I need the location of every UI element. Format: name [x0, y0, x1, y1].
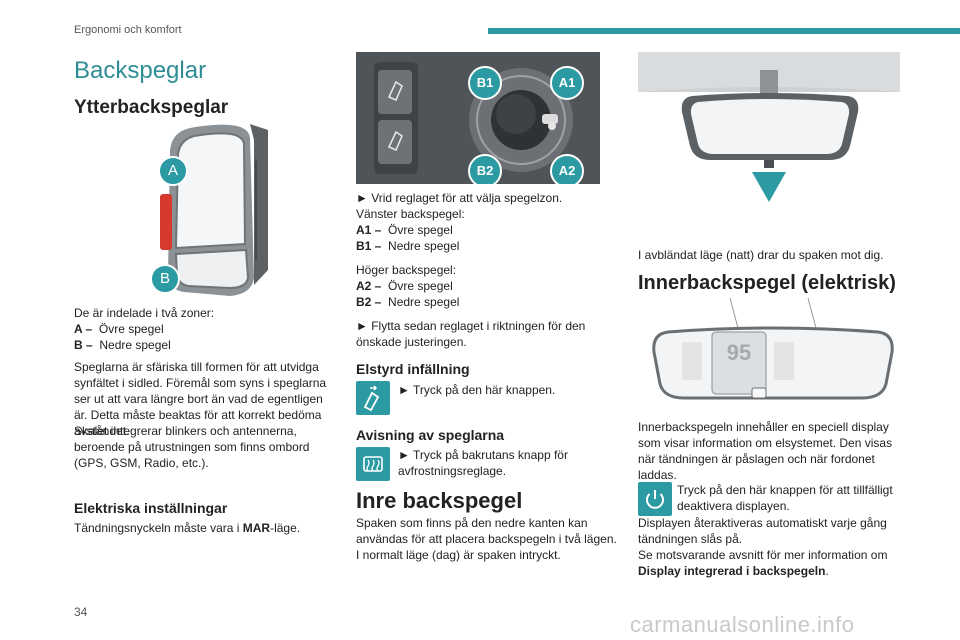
electric-mirror-description: Innerbackspegeln innehåller en speciell …: [638, 420, 893, 482]
a1-key: A1 –: [356, 223, 382, 237]
b1-key: B1 –: [356, 239, 382, 253]
page-title: Backspeglar: [74, 57, 207, 84]
zone-a-value: Övre spegel: [98, 322, 164, 336]
zone-a-row: A – Övre spegel: [74, 321, 164, 337]
ignition-note: Tändningsnyckeln måste vara i MAR-läge.: [74, 520, 336, 536]
zone-a-key: A –: [74, 322, 93, 336]
ignition-note-end: -läge.: [270, 521, 301, 535]
page-number: 34: [74, 605, 88, 619]
watermark: carmanualsonline.info: [630, 612, 855, 637]
display-reactivation-text: Displayen återaktiveras automatiskt varj…: [638, 516, 887, 546]
fold-instruction: ► Tryck på den här knappen.: [398, 383, 556, 397]
zone-b-row: B – Nedre spegel: [74, 337, 171, 353]
b2-row: B2 – Nedre spegel: [356, 294, 459, 310]
electric-mirror-figure: 95: [648, 298, 898, 406]
zones-intro: De är indelade i två zoner:: [74, 306, 215, 320]
figure-label-b: B: [150, 264, 180, 294]
a1-row: A1 – Övre spegel: [356, 222, 453, 238]
b1-value: Nedre spegel: [388, 239, 460, 253]
step-turn-knob: ► Vrid reglaget för att välja spegelzon.: [356, 191, 563, 205]
right-mirror-label: Höger backspegel:: [356, 263, 457, 277]
see-more-end: .: [825, 564, 829, 578]
heading-electric-settings: Elektriska inställningar: [74, 500, 228, 516]
mirror-spherical-paragraph: Speglarna är sfäriska till formen för at…: [74, 360, 327, 438]
a2-row: A2 – Övre spegel: [356, 278, 453, 294]
inner-mirror-figure: [638, 52, 900, 208]
zone-b-value: Nedre spegel: [99, 338, 171, 352]
figure-label-a1: A1: [550, 66, 584, 100]
left-mirror-label: Vänster backspegel:: [356, 207, 465, 221]
heading-defrost: Avisning av speglarna: [356, 427, 505, 443]
figure-label-a: A: [158, 156, 188, 186]
figure-label-b1: B1: [468, 66, 502, 100]
figure-label-a2: A2: [550, 154, 584, 184]
rear-defrost-icon: [356, 447, 390, 481]
mirror-control-figure: B1 A1 B2 A2: [356, 52, 600, 184]
b1-row: B1 – Nedre spegel: [356, 238, 459, 254]
defrost-instruction: ► Tryck på bakrutans knapp för avfrostni…: [398, 448, 568, 478]
b2-value: Nedre spegel: [388, 295, 460, 309]
heading-power-fold: Elstyrd infällning: [356, 361, 470, 377]
section-label: Ergonomi och komfort: [74, 24, 182, 36]
power-button-instruction: Tryck på den här knappen för att tillfäl…: [677, 483, 893, 513]
b2-key: B2 –: [356, 295, 382, 309]
ignition-mode: MAR: [242, 521, 271, 535]
heading-outer-mirrors: Ytterbackspeglar: [74, 97, 229, 118]
see-more-reference: Display integrerad i backspegeln: [638, 564, 826, 578]
power-icon: [638, 482, 672, 516]
step-move-knob: ► Flytta sedan reglaget i riktningen för…: [356, 319, 586, 349]
header-accent-bar: [488, 28, 960, 34]
figure-label-b2: B2: [468, 154, 502, 184]
see-more-text: Se motsvarande avsnitt för mer informati…: [638, 547, 900, 579]
a2-key: A2 –: [356, 279, 382, 293]
outer-mirror-figure: A B: [150, 120, 280, 300]
mirror-fold-icon: [356, 381, 390, 415]
night-mode-text: I avbländat läge (natt) drar du spaken m…: [638, 248, 884, 262]
see-more-prefix: Se motsvarande avsnitt för mer informati…: [638, 548, 888, 562]
zone-b-key: B –: [74, 338, 93, 352]
housing-paragraph: Skalet integrerar blinkers och antennern…: [74, 424, 310, 470]
a1-value: Övre spegel: [388, 223, 453, 237]
ignition-note-text: Tändningsnyckeln måste vara i: [74, 521, 243, 535]
inner-mirror-paragraph: Spaken som finns på den nedre kanten kan…: [356, 516, 617, 562]
a2-value: Övre spegel: [388, 279, 453, 293]
heading-inner-mirror: Inre backspegel: [356, 488, 523, 513]
battery-percentage-display: 95: [726, 340, 752, 365]
heading-electric-inner-mirror: Innerbackspegel (elektrisk): [638, 272, 896, 294]
